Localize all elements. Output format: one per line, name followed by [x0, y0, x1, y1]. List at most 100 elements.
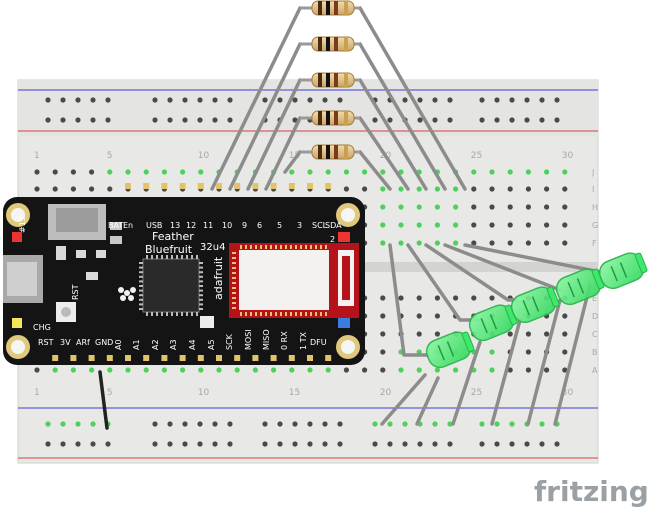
chip-pin [199, 275, 203, 278]
column-number: 15 [289, 388, 300, 398]
rail-hole [45, 97, 51, 103]
rail-hole [292, 421, 298, 427]
resistor-band [334, 73, 338, 87]
rail-hole [212, 421, 218, 427]
breadboard-hole [398, 367, 404, 373]
chip-pin [139, 280, 143, 283]
led-cathode [446, 341, 455, 357]
rail-hole [182, 97, 188, 103]
rail-hole [539, 117, 545, 123]
wire [358, 42, 447, 191]
breadboard-hole [562, 367, 568, 373]
rail-hole [262, 421, 268, 427]
module-pin [232, 272, 236, 274]
breadboard-hole [453, 367, 459, 373]
rail-hole [307, 421, 313, 427]
header-pin [161, 355, 168, 361]
resistor-band [334, 111, 338, 125]
module-pin [255, 312, 257, 316]
breadboard-hole [489, 169, 495, 175]
breadboard-hole [453, 204, 459, 210]
header-pin [216, 355, 222, 361]
chip-pin [171, 255, 173, 259]
breadboard-hole [380, 349, 386, 355]
rst-button-label: RST [71, 284, 80, 300]
header-pin [179, 355, 186, 361]
chip-pin [199, 271, 203, 274]
chip-pin [151, 255, 153, 259]
rail-hole [182, 441, 188, 447]
breadboard-hole [453, 295, 459, 301]
rail-hole [292, 117, 298, 123]
rail-hole [322, 421, 328, 427]
breadboard-hole [562, 169, 568, 175]
resistor [300, 72, 360, 88]
bottom-pin-label: 0 RX [280, 331, 289, 350]
row-letter: D [592, 312, 598, 321]
adafruit-logo [118, 287, 136, 301]
wire [358, 6, 467, 191]
rail-hole [402, 97, 408, 103]
breadboard-hole [544, 331, 550, 337]
breadboard-hole [434, 222, 440, 228]
fritzing-watermark: fritzing [534, 475, 649, 508]
wire [451, 340, 482, 426]
breadboard-hole [507, 331, 513, 337]
module-pins [232, 245, 327, 316]
rail-hole [105, 117, 111, 123]
led [510, 286, 560, 324]
rail-hole [152, 97, 158, 103]
rail-hole [387, 117, 393, 123]
resistor-band [326, 1, 330, 15]
led-anode [480, 318, 488, 334]
top-pin-label: En [123, 221, 133, 230]
chip-pin [146, 312, 148, 316]
rail-hole [75, 441, 81, 447]
resistor-band [334, 37, 338, 51]
breadboard-hole [562, 204, 568, 210]
resistor-band [318, 145, 322, 159]
breadboard-hole [380, 367, 386, 373]
breadboard-hole [107, 169, 113, 175]
top-pin-label: SDA [325, 221, 342, 230]
rail-hole [45, 421, 51, 427]
breadboard-hole [252, 367, 258, 373]
wire [415, 376, 440, 426]
breadboard-hole [507, 204, 513, 210]
rail-hole [90, 441, 96, 447]
breadboard-hole [416, 204, 422, 210]
breadboard-hole [380, 204, 386, 210]
breadboard-hole [198, 367, 204, 373]
resistor-band [318, 1, 322, 15]
breadboard-hole [507, 169, 513, 175]
chip-pin [139, 262, 143, 264]
rail-hole [262, 97, 268, 103]
breadboard-hole [507, 186, 513, 192]
resistor-band [334, 145, 338, 159]
breadboard-hole [125, 367, 131, 373]
chip-pin [199, 303, 203, 306]
breadboard-hole [544, 186, 550, 192]
rail-hole [372, 117, 378, 123]
chip-pin [191, 255, 193, 259]
breadboard-hole [434, 295, 440, 301]
rail-hole [227, 117, 233, 123]
wire [526, 298, 562, 426]
module-pin [255, 245, 257, 249]
rail-hole [182, 421, 188, 427]
chip-pin [156, 312, 158, 316]
rail-hole [90, 97, 96, 103]
breadboard-hole [380, 169, 386, 175]
breadboard-hole [434, 313, 440, 319]
bottom-pin-label: 1 TX [299, 331, 308, 350]
breadboard-hole [471, 204, 477, 210]
breadboard-hole [325, 367, 331, 373]
resistor-body [311, 0, 355, 16]
breadboard-hole [307, 169, 313, 175]
breadboard-hole [525, 349, 532, 355]
chip-pin [139, 294, 143, 297]
rail-hole [212, 97, 218, 103]
module-pin [232, 267, 236, 269]
module-pin [280, 312, 282, 316]
